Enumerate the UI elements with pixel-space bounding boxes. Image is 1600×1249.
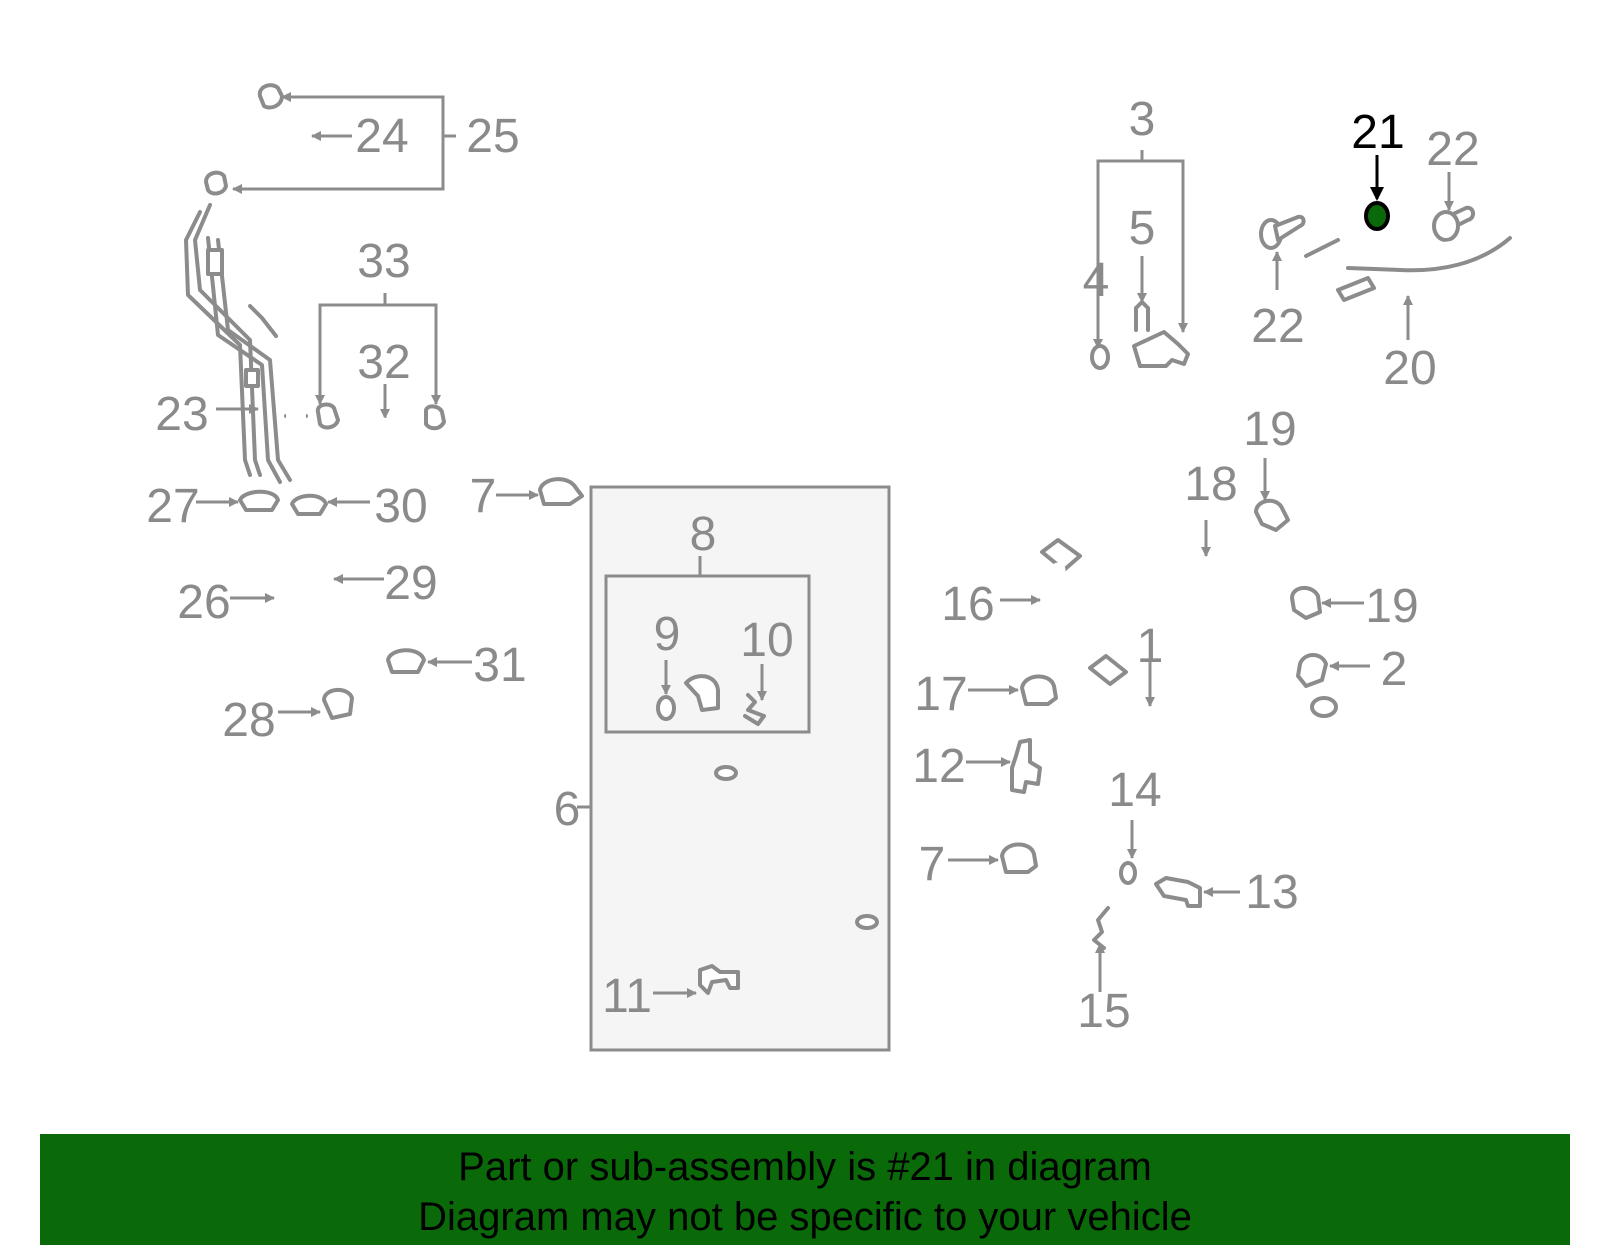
part-25-clamp-upper[interactable] xyxy=(257,83,284,110)
callout-13: 13 xyxy=(1245,866,1298,919)
part-19-clamp-upper[interactable] xyxy=(1254,498,1290,532)
callout-11: 11 xyxy=(602,970,652,1023)
right-hose-group xyxy=(948,458,1370,992)
callout-7-lower: 7 xyxy=(919,838,946,891)
callout-27: 27 xyxy=(146,480,199,533)
callout-18: 18 xyxy=(1184,458,1237,511)
left-pipe-group xyxy=(184,83,472,720)
callout-19-lower: 19 xyxy=(1365,580,1418,633)
callout-labels: 1 2 3 4 5 6 7 7 8 9 10 11 12 13 14 15 16… xyxy=(146,93,1479,1038)
callout-4: 4 xyxy=(1083,254,1110,307)
callout-25: 25 xyxy=(466,110,519,163)
part-10-clip[interactable] xyxy=(743,693,766,726)
callout-28: 28 xyxy=(222,694,275,747)
group-20 xyxy=(1259,155,1528,340)
group-3 xyxy=(1090,150,1190,370)
part-7-clamp-lower[interactable] xyxy=(1000,842,1038,874)
part-19-clamp-lower[interactable] xyxy=(1290,586,1322,620)
part-3-fitting[interactable] xyxy=(1132,330,1190,368)
part-4-o-ring[interactable] xyxy=(1090,344,1110,370)
part-17-clamp[interactable] xyxy=(1020,674,1058,706)
callout-9: 9 xyxy=(654,608,681,661)
part-2-clamp[interactable] xyxy=(1296,653,1328,688)
part-30-clamp[interactable] xyxy=(290,493,328,516)
callout-12: 12 xyxy=(912,740,965,793)
callout-32: 32 xyxy=(357,336,410,389)
part-15-clip[interactable] xyxy=(1092,906,1110,950)
callout-1: 1 xyxy=(1137,620,1164,673)
callout-22-upper: 22 xyxy=(1426,123,1479,176)
part-27-clamp[interactable] xyxy=(238,489,280,512)
callout-16: 16 xyxy=(941,578,994,631)
part-9-o-ring[interactable] xyxy=(656,695,676,721)
part-14-o-ring[interactable] xyxy=(1119,861,1137,885)
part-12-connector[interactable] xyxy=(1010,738,1042,794)
banner-line-2: Diagram may not be specific to your vehi… xyxy=(418,1195,1192,1239)
sub-assembly-8-box xyxy=(604,574,811,734)
callout-7-upper: 7 xyxy=(470,470,497,523)
callout-24: 24 xyxy=(355,110,408,163)
callout-10: 10 xyxy=(740,614,793,667)
part-11-clamp[interactable] xyxy=(698,964,740,995)
callout-26: 26 xyxy=(177,576,230,629)
part-21-highlighted[interactable] xyxy=(1364,201,1390,231)
part-13-sensor[interactable] xyxy=(1154,876,1202,908)
callout-5: 5 xyxy=(1129,202,1156,255)
callout-21: 21 xyxy=(1351,106,1404,159)
part-9-fitting[interactable] xyxy=(684,674,720,712)
part-7-clamp-upper[interactable] xyxy=(496,477,584,506)
callout-23: 23 xyxy=(155,388,208,441)
callout-6: 6 xyxy=(554,783,581,836)
callout-33: 33 xyxy=(357,235,410,288)
callout-3: 3 xyxy=(1129,93,1156,146)
info-banner: Part or sub-assembly is #21 in diagram D… xyxy=(40,1134,1570,1245)
callout-15: 15 xyxy=(1077,985,1130,1038)
callout-2: 2 xyxy=(1381,643,1408,696)
part-25-clamp-lower[interactable] xyxy=(204,170,228,196)
callout-31: 31 xyxy=(473,639,526,692)
callout-22-lower: 22 xyxy=(1251,300,1304,353)
assembly-6-panel xyxy=(577,485,891,1052)
callout-29: 29 xyxy=(384,557,437,610)
part-28-clamp[interactable] xyxy=(322,688,354,720)
banner-line-1: Part or sub-assembly is #21 in diagram xyxy=(458,1145,1152,1189)
callout-17: 17 xyxy=(914,668,967,721)
callout-20: 20 xyxy=(1383,342,1436,395)
callout-8: 8 xyxy=(690,508,717,561)
callout-19-upper: 19 xyxy=(1243,403,1296,456)
part-5-clip[interactable] xyxy=(1134,300,1150,332)
part-31-clamp[interactable] xyxy=(386,648,426,674)
callout-14: 14 xyxy=(1108,764,1161,817)
callout-30: 30 xyxy=(374,480,427,533)
